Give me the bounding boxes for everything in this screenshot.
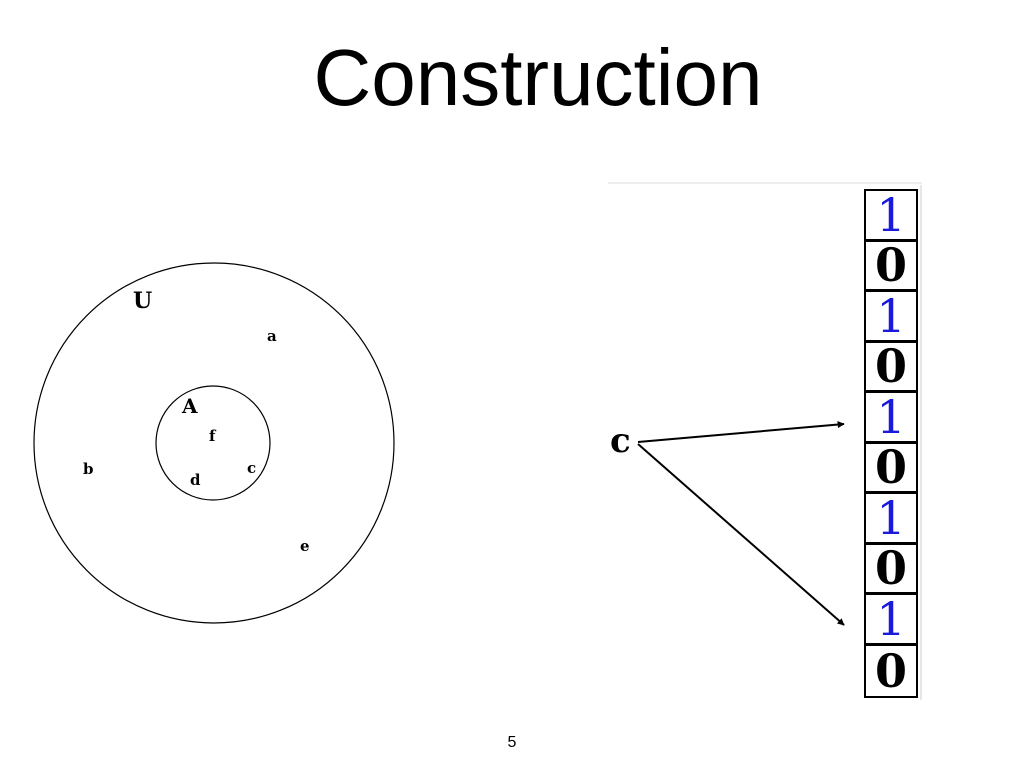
bit-cell-9: 0 [866, 645, 916, 696]
universe-label: U [133, 288, 152, 314]
element-c: c [247, 459, 256, 477]
slide-title: Construction [313, 33, 763, 122]
hash-mapping-diagram: c [608, 182, 922, 700]
bit-cell-4: 1 [866, 393, 916, 444]
bit-cell-8: 1 [866, 595, 916, 646]
bit-cell-3: 0 [866, 342, 916, 393]
element-a: a [267, 327, 277, 345]
element-f: f [209, 427, 217, 445]
bit-cell-2: 1 [866, 292, 916, 343]
universe-circle [33, 262, 395, 624]
hash-arrow-2 [637, 443, 845, 626]
bit-cell-7: 0 [866, 544, 916, 595]
bit-cell-6: 1 [866, 494, 916, 545]
bit-cell-0: 1 [866, 191, 916, 242]
element-b: b [83, 460, 94, 478]
bit-cell-1: 0 [866, 241, 916, 292]
subset-label: A [181, 394, 198, 418]
bit-cell-5: 0 [866, 443, 916, 494]
element-d: d [190, 471, 201, 489]
hash-arrow-1 [637, 421, 845, 443]
element-e: e [300, 537, 310, 555]
subset-circle [155, 385, 271, 501]
page-number: 5 [507, 734, 517, 751]
venn-diagram: U A a b e f c d [33, 262, 395, 624]
element-label: c [610, 421, 631, 461]
